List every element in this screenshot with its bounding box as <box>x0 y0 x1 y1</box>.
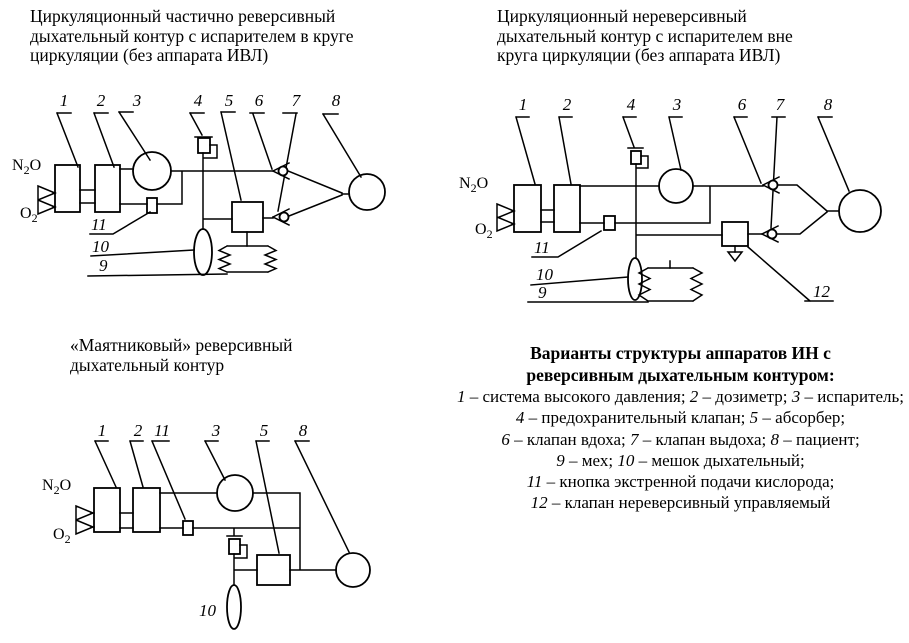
legend-item: 12 – клапан нереверсивный управляемый <box>530 493 831 513</box>
title-line: циркуляции (без аппарата ИВЛ) <box>30 45 269 65</box>
bellows-icon <box>217 244 278 273</box>
legend-title-line: Варианты структуры аппаратов ИН с <box>530 343 831 363</box>
component-number-label: 6 <box>255 91 264 110</box>
vaporizer-circle <box>132 151 172 191</box>
n2o-label: N2O <box>459 175 488 195</box>
bellows-icon <box>637 266 704 303</box>
title-line: Циркуляционный нереверсивный <box>497 6 747 26</box>
absorber-box <box>256 554 291 586</box>
component-number-label: 1 <box>519 95 528 114</box>
safety-valve-icon <box>197 137 211 154</box>
legend-block: Варианты структуры аппаратов ИН с реверс… <box>452 342 909 514</box>
legend-item: 6 – клапан вдоха; 7 – клапан выдоха; 8 –… <box>501 429 860 449</box>
component-number-label: 7 <box>292 91 302 110</box>
diagram-bottom-left: 1 2 11 3 5 8 10 N2O O2 <box>42 421 371 630</box>
breathing-bag <box>193 228 213 276</box>
component-number-label: 12 <box>813 282 831 301</box>
component-number-label: 1 <box>60 91 69 110</box>
title-pendulum-circuit: «Маятниковый» реверсивный дыхательный ко… <box>70 335 293 375</box>
component-number-label: 5 <box>225 91 234 110</box>
component-number-label: 10 <box>92 237 110 256</box>
diagram-top-right: 1 2 4 3 6 7 8 11 10 9 12 N2O O2 <box>459 95 882 303</box>
title-line: дыхательный контур с испарителем в круге <box>30 25 354 46</box>
component-number-label: 1 <box>98 421 107 440</box>
gas-inlet-arrows <box>37 184 57 216</box>
patient-circle <box>335 552 371 588</box>
diagram-top-left: 1 2 3 4 5 6 7 8 11 10 9 N2O O2 <box>12 91 386 277</box>
o2-label: O2 <box>20 205 38 225</box>
high-pressure-system-box <box>93 487 121 533</box>
breathing-bag <box>226 584 242 630</box>
component-number-label: 11 <box>534 238 550 257</box>
title-top-left-circuit: Циркуляционный частично реверсивный дыха… <box>30 6 354 66</box>
title-line: Циркуляционный частично реверсивный <box>30 6 336 26</box>
dosimeter-box <box>94 164 121 213</box>
legend-item: 9 – мех; 10 – мешок дыхательный; <box>556 450 805 470</box>
oxygen-flush-button <box>182 520 194 536</box>
component-number-label: 8 <box>824 95 833 114</box>
gas-inlet-arrows <box>496 202 516 233</box>
inhale-valve-disc <box>767 179 779 191</box>
leader-lines <box>94 439 351 554</box>
high-pressure-system-box <box>513 184 542 233</box>
legend-title-line: реверсивным дыхательным контуром: <box>526 365 835 385</box>
component-number-label: 3 <box>211 421 221 440</box>
n2o-label: N2O <box>12 157 41 177</box>
exhale-valve-disc <box>278 211 290 223</box>
component-number-label: 3 <box>672 95 682 114</box>
title-line: круга циркуляции (без аппарата ИВЛ) <box>497 45 781 65</box>
safety-valve-icon <box>228 538 241 555</box>
nonreversible-valve-box <box>721 221 749 247</box>
o2-label: O2 <box>53 526 71 546</box>
component-number-label: 9 <box>538 283 547 302</box>
absorber-box <box>231 201 264 233</box>
legend-item: 11 – кнопка экстренной подачи кислорода; <box>526 472 835 492</box>
circuit-lines <box>511 147 839 303</box>
circuit-lines <box>90 492 337 586</box>
component-number-label: 3 <box>132 91 142 110</box>
gas-inlet-arrows <box>75 504 95 536</box>
oxygen-flush-button <box>603 215 616 231</box>
patient-circle <box>348 173 386 211</box>
safety-valve-icon <box>630 150 642 165</box>
exhaust-triangle <box>726 251 744 263</box>
breathing-bag <box>627 257 643 301</box>
component-number-label: 10 <box>536 265 554 284</box>
component-number-label: 8 <box>299 421 308 440</box>
inhale-valve-disc <box>277 165 289 177</box>
o2-label: O2 <box>475 221 493 241</box>
component-number-label: 2 <box>134 421 143 440</box>
component-number-label: 6 <box>738 95 747 114</box>
component-number-label: 11 <box>154 421 170 440</box>
component-number-label: 7 <box>776 95 786 114</box>
title-top-right-circuit: Циркуляционный нереверсивный дыхательный… <box>497 6 793 66</box>
title-line: дыхательный контур с испарителем вне <box>497 25 793 46</box>
title-line: дыхательный контур <box>70 354 225 375</box>
exhale-valve-disc <box>766 228 778 240</box>
component-number-label: 5 <box>260 421 269 440</box>
component-number-label: 11 <box>91 215 107 234</box>
n2o-label: N2O <box>42 477 71 497</box>
component-number-label: 8 <box>332 91 341 110</box>
legend-item: 4 – предохранительный клапан; 5 – абсорб… <box>515 408 846 428</box>
component-number-label: 4 <box>627 95 636 114</box>
component-number-label: 2 <box>563 95 572 114</box>
legend-item: 1 – система высокого давления; 2 – дозим… <box>456 387 905 406</box>
oxygen-flush-button <box>146 197 158 214</box>
component-number-label: 9 <box>99 256 108 275</box>
component-number-label: 2 <box>97 91 106 110</box>
vaporizer-circle <box>658 168 694 204</box>
leader-lines <box>56 110 363 212</box>
vaporizer-circle <box>216 474 254 512</box>
dosimeter-box <box>132 487 161 533</box>
high-pressure-system-box <box>54 164 81 213</box>
component-number-label: 4 <box>194 91 203 110</box>
title-line: «Маятниковый» реверсивный <box>70 335 293 355</box>
circuit-lines <box>52 136 350 277</box>
patient-circle <box>838 189 882 233</box>
leader-lines <box>515 116 850 229</box>
component-number-label: 10 <box>199 601 217 620</box>
dosimeter-box <box>553 184 581 233</box>
